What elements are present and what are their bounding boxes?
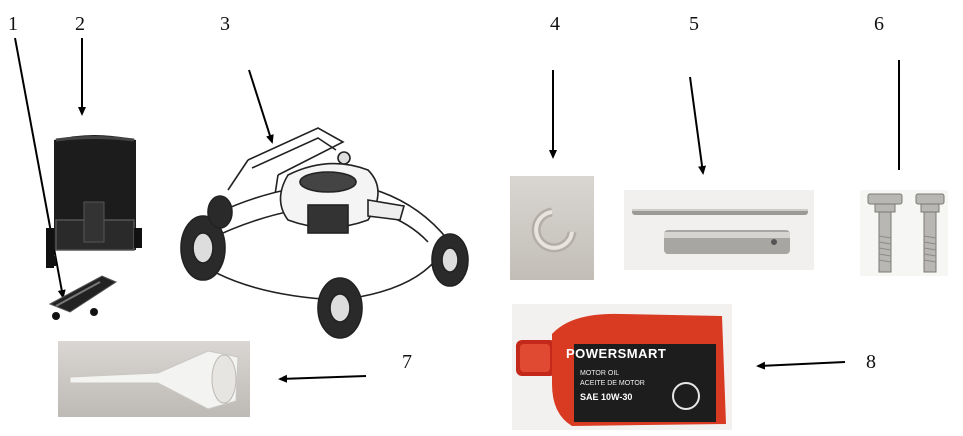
part-number-4: 4 [550, 13, 560, 35]
clip-photo [510, 176, 594, 280]
part-number-2: 2 [75, 13, 85, 35]
bottle-line1: MOTOR OIL [580, 370, 620, 377]
arrow-3 [248, 69, 274, 144]
arrow-1 [14, 37, 66, 299]
part-number-3: 3 [220, 13, 230, 35]
arrow-5 [689, 76, 707, 175]
grass-catcher-bag [46, 135, 142, 268]
arrow-8 [756, 361, 846, 370]
bagger-bracket [48, 275, 118, 320]
lawn-mower-drawing [180, 127, 469, 339]
part-number-7: 7 [402, 351, 412, 373]
part-number-6: 6 [874, 13, 884, 35]
bottle-badge [672, 382, 700, 410]
part-number-5: 5 [689, 13, 699, 35]
bolts-photo [860, 190, 948, 276]
arrow-7 [278, 374, 367, 383]
spark-plug-wrench-photo [624, 190, 814, 270]
bottle-brand: POWERSMART [566, 346, 667, 361]
part-number-1: 1 [8, 13, 18, 35]
bottle-line2: ACEITE DE MOTOR [580, 380, 645, 387]
oil-bottle-photo: POWERSMART MOTOR OIL ACEITE DE MOTOR SAE… [512, 304, 732, 430]
bottle-grade: SAE 10W-30 [580, 392, 633, 402]
oil-funnel-photo [58, 341, 250, 417]
part-number-8: 8 [866, 351, 876, 373]
